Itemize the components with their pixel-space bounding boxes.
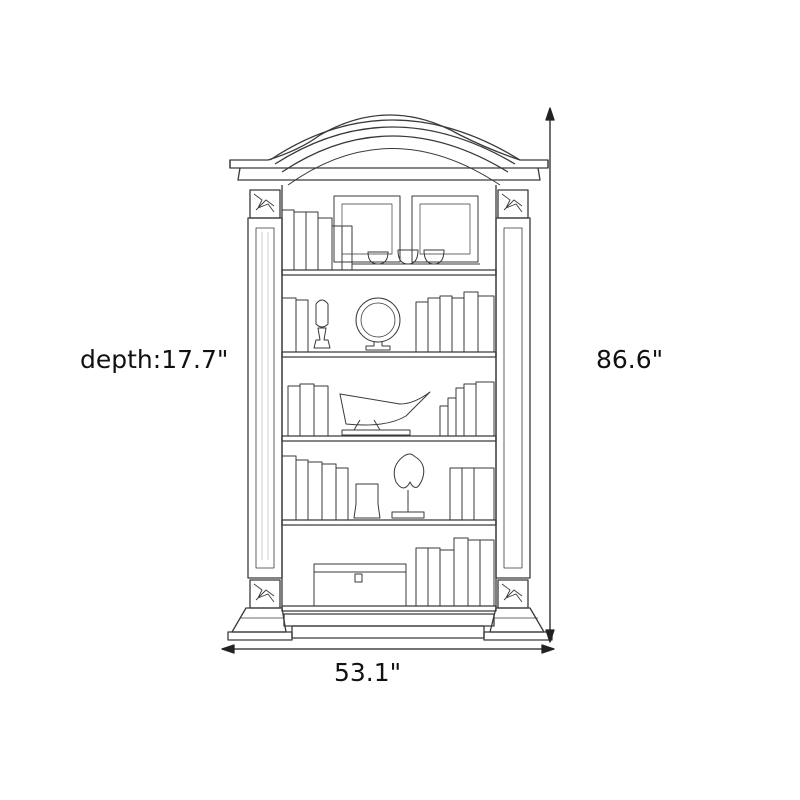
left-pillar — [247, 189, 283, 609]
shelf-3-items — [287, 381, 495, 437]
shelf-2-items — [281, 291, 495, 353]
height-dimension-line — [545, 107, 555, 643]
shelf-5-items — [313, 537, 495, 607]
plinth-base — [227, 607, 553, 641]
width-dimension-line — [221, 644, 555, 654]
right-pillar — [495, 189, 531, 609]
arched-crown — [229, 114, 549, 186]
width-dimension-label: 53.1" — [334, 658, 402, 687]
shelf-4-items — [281, 453, 495, 521]
shelf-1-items — [281, 195, 480, 271]
depth-dimension-label: depth:17.7" — [80, 345, 229, 374]
height-dimension-label: 86.6" — [596, 345, 664, 374]
